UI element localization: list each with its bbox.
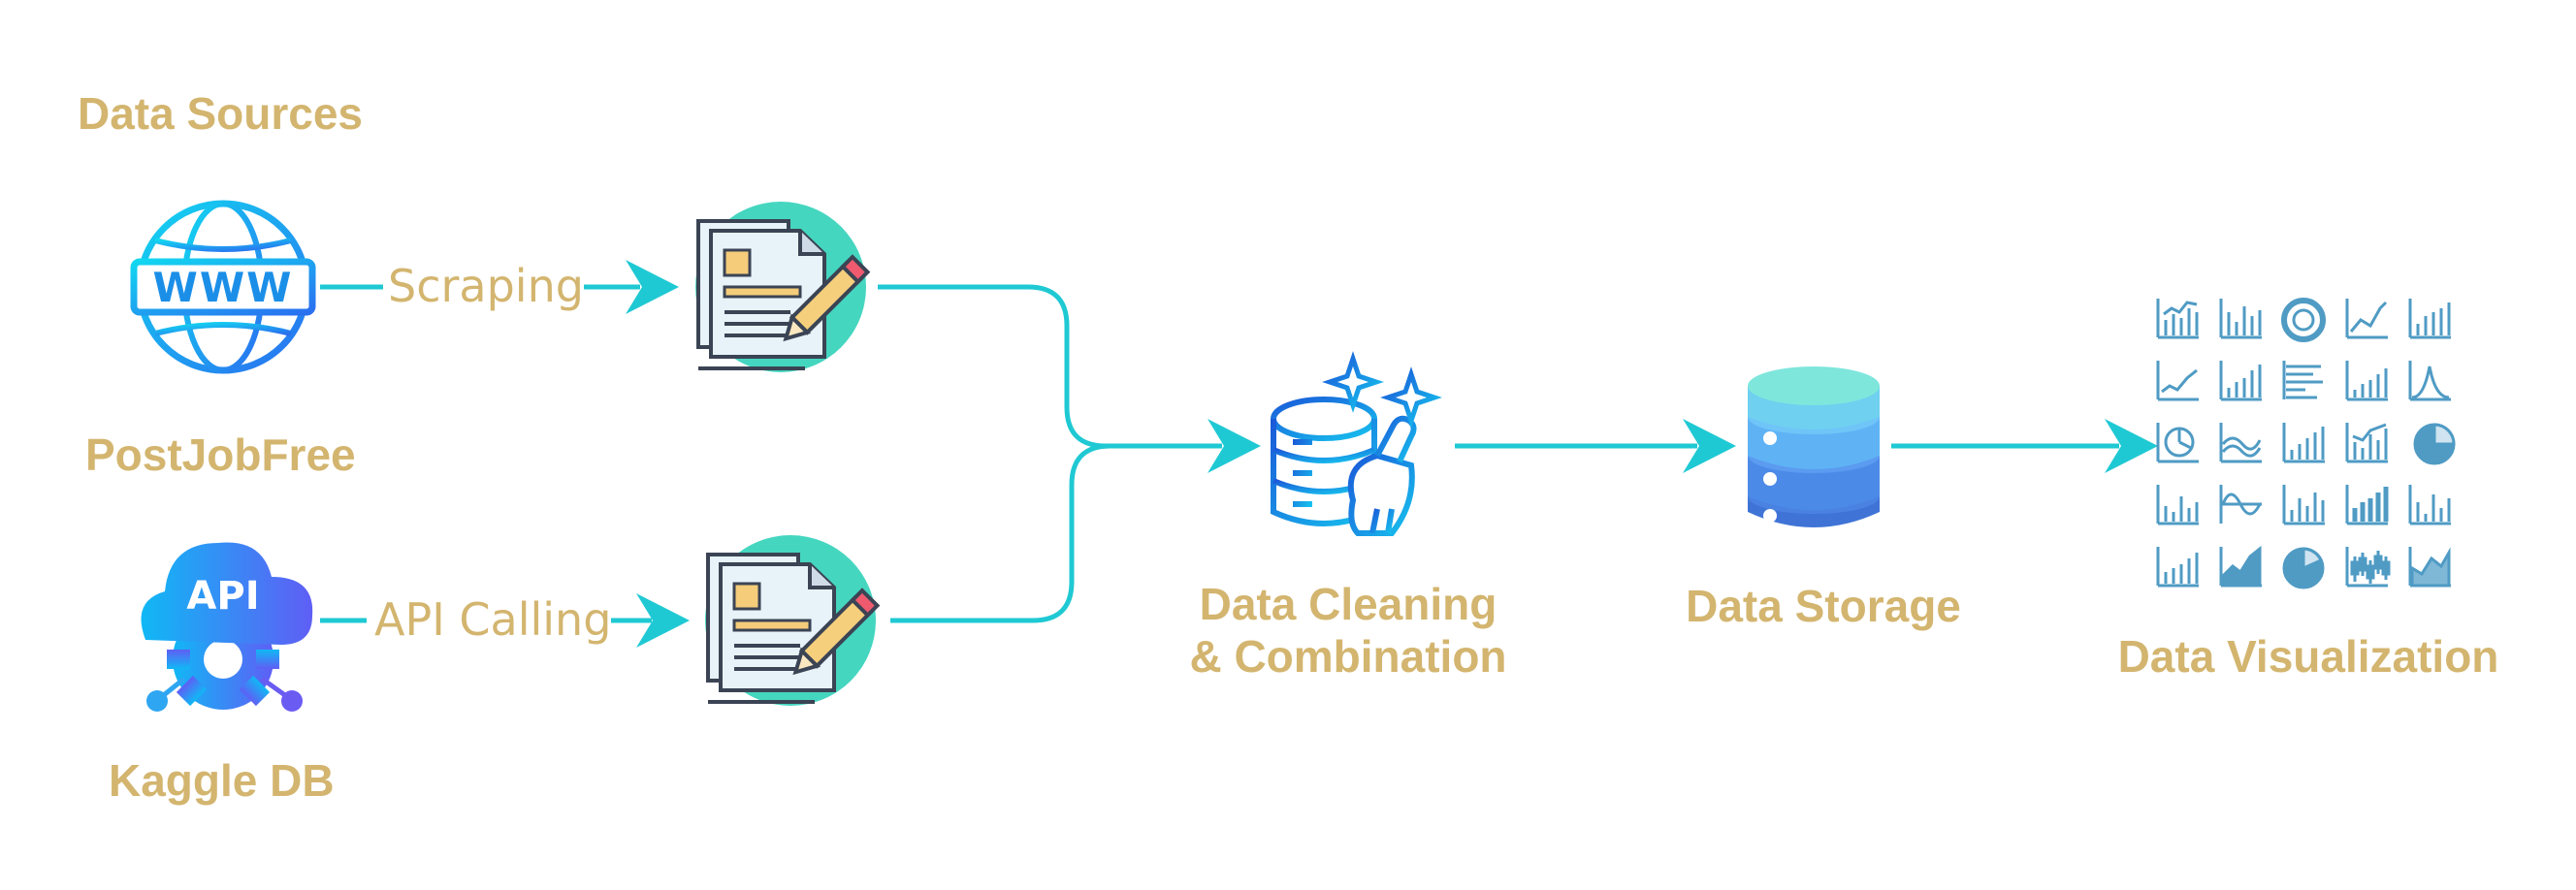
arrow-head [1208, 419, 1261, 473]
arrow-head [626, 260, 679, 314]
pie-chart-icon [2282, 547, 2325, 589]
bar-chart-icon [2282, 423, 2325, 463]
edge-cleaning-to-storage [1455, 419, 1736, 473]
bar-chart-icon [2408, 485, 2451, 525]
edge-label-api-calling: API Calling [374, 593, 612, 646]
edge-scraping [320, 260, 679, 314]
horizontal-bar-chart-icon [2282, 361, 2323, 399]
database-cylinder-icon [1748, 366, 1880, 527]
bar-chart-icon [2156, 299, 2199, 339]
document-icon [705, 535, 881, 706]
bar-chart-icon [2408, 299, 2451, 339]
donut-chart-icon [2281, 298, 2326, 342]
stage-label-cleaning-line2: & Combination [1189, 631, 1507, 682]
www-icon-text: WWW [152, 264, 294, 311]
source-label-kaggle: Kaggle DB [109, 755, 335, 806]
stage-label-cleaning: Data Cleaning & Combination [1154, 578, 1542, 683]
wave-chart-icon [2219, 423, 2262, 463]
edge-label-scraping: Scraping [388, 260, 584, 312]
area-chart-icon [2408, 547, 2451, 588]
line-chart-icon [2345, 299, 2388, 339]
stage-label-visualization: Data Visualization [2117, 631, 2499, 682]
api-cloud-gear-icon [141, 542, 313, 712]
stage-label-storage: Data Storage [1686, 581, 1961, 631]
pie-chart-icon [2413, 423, 2456, 465]
bar-chart-icon [2345, 423, 2388, 463]
stage-label-cleaning-line1: Data Cleaning [1199, 579, 1497, 629]
sine-chart-icon [2219, 485, 2262, 524]
candlestick-chart-icon [2345, 547, 2391, 588]
bar-chart-icon [2345, 361, 2388, 401]
globe-www-icon [130, 200, 316, 374]
database-broom-icon [1271, 351, 1442, 536]
arrow-head [2105, 419, 2158, 473]
api-icon-text: API [186, 574, 260, 619]
bar-chart-icon [2219, 299, 2262, 339]
bar-chart-icon [2156, 547, 2199, 588]
document-icon [695, 202, 871, 372]
source-label-postjobfree: PostJobFree [85, 429, 356, 480]
bar-chart-icon [2156, 485, 2199, 525]
pie-scatter-icon [2156, 423, 2199, 463]
bar-chart-icon [2219, 361, 2262, 401]
edge-storage-to-visualization [1891, 419, 2158, 473]
diagram-title: Data Sources [78, 88, 364, 139]
arrow-head [1683, 419, 1736, 473]
arrow-head [636, 593, 690, 648]
bar-chart-icon [2345, 485, 2389, 525]
area-chart-icon [2219, 545, 2262, 588]
chart-icons-grid [2156, 298, 2456, 589]
bar-chart-icon [2282, 485, 2325, 525]
edge-merge-to-cleaning [878, 284, 1261, 623]
bell-curve-icon [2408, 361, 2451, 401]
line-chart-icon [2156, 361, 2199, 401]
